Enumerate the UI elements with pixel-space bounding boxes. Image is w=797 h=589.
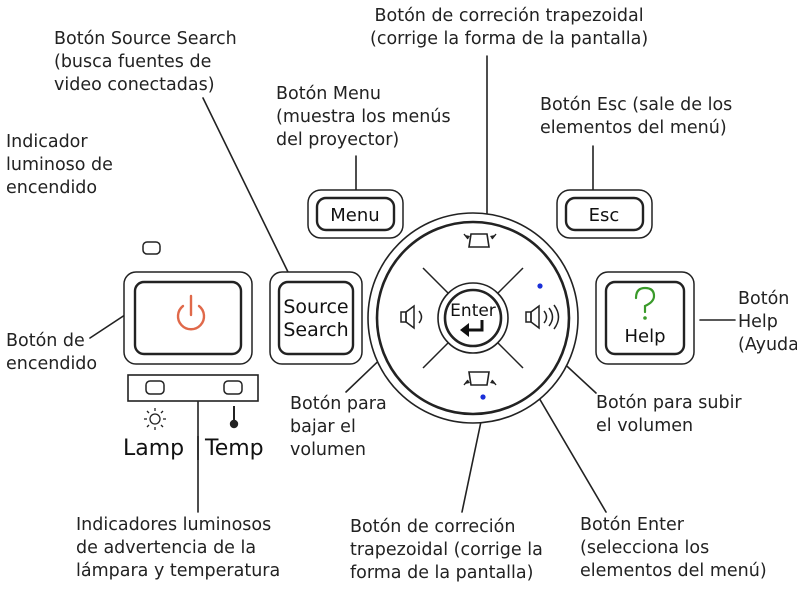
label-esc: Botón Esc (sale de los elementos del men… <box>540 95 733 138</box>
warning-indicator-panel: Lamp Temp <box>123 374 264 461</box>
volume-up-button[interactable] <box>525 283 560 330</box>
label-volume-down: Botón para bajar el volumen <box>290 394 387 460</box>
label-help: Botón Help (Ayuda) <box>738 289 797 355</box>
help-button[interactable]: Help <box>595 271 695 365</box>
label-source-search: Botón Source Search (busca fuentes de vi… <box>54 29 237 95</box>
label-volume-up: Botón para subir el volumen <box>596 393 742 436</box>
power-button[interactable] <box>123 271 253 365</box>
esc-button-label: Esc <box>589 205 620 226</box>
direction-pad: Enter <box>367 212 579 424</box>
keystone-up-button[interactable] <box>463 233 497 248</box>
power-indicator-led <box>142 241 161 255</box>
label-enter: Botón Enter (selecciona los elementos de… <box>580 515 767 581</box>
search-label: Search <box>283 319 348 341</box>
speaker-high-icon <box>525 304 560 330</box>
volume-dot <box>537 283 543 289</box>
lamp-indicator-led <box>145 380 165 395</box>
power-icon <box>176 294 206 331</box>
label-keystone-top: Botón de correción trapezoidal (corrige … <box>370 6 649 49</box>
keystone-down-button[interactable] <box>463 371 497 400</box>
trapezoid-icon <box>463 371 497 386</box>
trapezoid-icon <box>463 233 497 248</box>
menu-button[interactable]: Menu <box>307 189 404 239</box>
label-menu: Botón Menu (muestra los menús del proyec… <box>276 84 451 150</box>
label-power-indicator: Indicador luminoso de encendido <box>6 132 113 198</box>
source-label: Source <box>283 296 348 318</box>
sun-icon <box>144 408 166 430</box>
temp-indicator-led <box>223 380 243 395</box>
temp-label: Temp <box>204 436 264 461</box>
thermometer-icon <box>229 406 239 429</box>
help-button-label: Help <box>624 326 665 347</box>
source-search-button[interactable]: Source Search <box>269 271 363 365</box>
menu-button-label: Menu <box>330 205 379 226</box>
volume-down-button[interactable] <box>400 304 423 330</box>
enter-button[interactable]: Enter <box>437 282 509 354</box>
esc-button[interactable]: Esc <box>556 189 653 239</box>
speaker-low-icon <box>400 304 423 330</box>
label-warning-indicators: Indicadores luminosos de advertencia de … <box>76 515 281 581</box>
keystone-dot <box>480 394 486 400</box>
leader-keystone-bottom <box>461 411 484 513</box>
label-keystone-bottom: Botón de correción trapezoidal (corrige … <box>350 517 543 583</box>
enter-button-label: Enter <box>450 301 496 321</box>
label-power: Botón de encendido <box>6 331 98 374</box>
leader-source-search <box>202 97 289 273</box>
question-mark-icon <box>634 286 656 314</box>
lamp-label: Lamp <box>123 436 184 461</box>
return-arrow-icon <box>460 320 484 337</box>
